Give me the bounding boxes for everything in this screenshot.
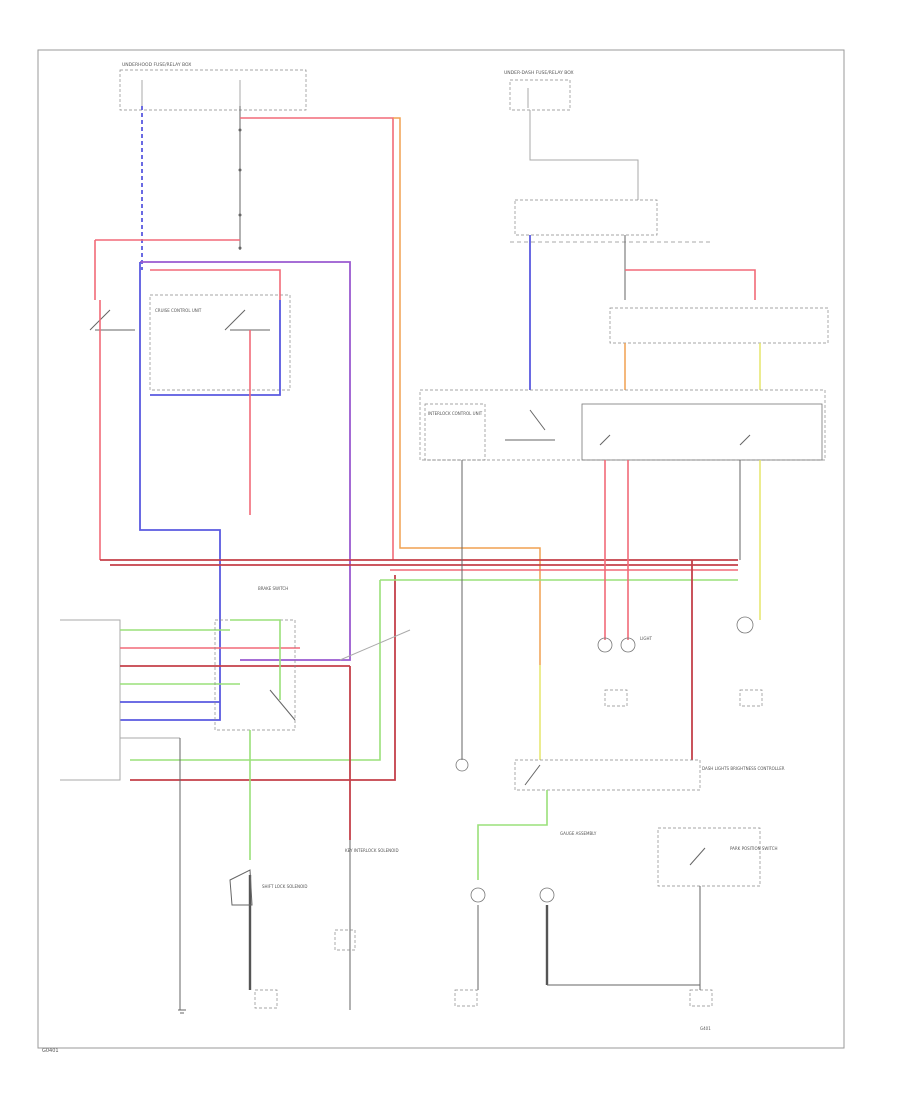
diagram-frame <box>37 49 845 1049</box>
ground-group-left <box>178 869 356 1014</box>
shift-lock-label: SHIFT LOCK SOLENOID <box>262 884 307 889</box>
interlock-control-unit: INTERLOCK CONTROL UNIT <box>419 389 826 461</box>
module-label: CRUISE CONTROL UNIT <box>155 308 202 313</box>
ground-group-right <box>454 689 763 1007</box>
interlock-label: INTERLOCK CONTROL UNIT <box>428 411 483 416</box>
relay-module <box>609 307 829 390</box>
left-switch-module: CRUISE CONTROL UNIT <box>89 294 291 391</box>
left-connector <box>60 619 350 781</box>
light-label: LIGHT <box>640 636 653 641</box>
right-top-module <box>510 110 756 390</box>
park-switch-label: PARK POSITION SWITCH <box>730 846 778 851</box>
park-switch: PARK POSITION SWITCH <box>657 827 778 990</box>
top-right-fuse-box: UNDER-DASH FUSE/RELAY BOX <box>504 70 574 111</box>
figure-id: G0401 <box>42 1048 59 1054</box>
brake-switch: BRAKE SWITCH <box>214 586 296 731</box>
brake-switch-label: BRAKE SWITCH <box>258 586 288 591</box>
gauge-label: GAUGE ASSEMBLY <box>560 831 597 836</box>
dash-lights-controller: DASH LIGHTS BRIGHTNESS CONTROLLER <box>514 759 785 791</box>
rt-fuse-box-label: UNDER-DASH FUSE/RELAY BOX <box>504 70 574 76</box>
dash-lights-label: DASH LIGHTS BRIGHTNESS CONTROLLER <box>702 766 785 771</box>
light-group: LIGHT <box>455 616 754 903</box>
ground-label: G401 <box>700 1026 711 1031</box>
top-left-fuse-box: UNDERHOOD FUSE/RELAY BOX <box>119 62 307 111</box>
key-interlock-label: KEY INTERLOCK SOLENOID <box>345 848 399 853</box>
fuse-box-label: UNDERHOOD FUSE/RELAY BOX <box>122 62 191 68</box>
